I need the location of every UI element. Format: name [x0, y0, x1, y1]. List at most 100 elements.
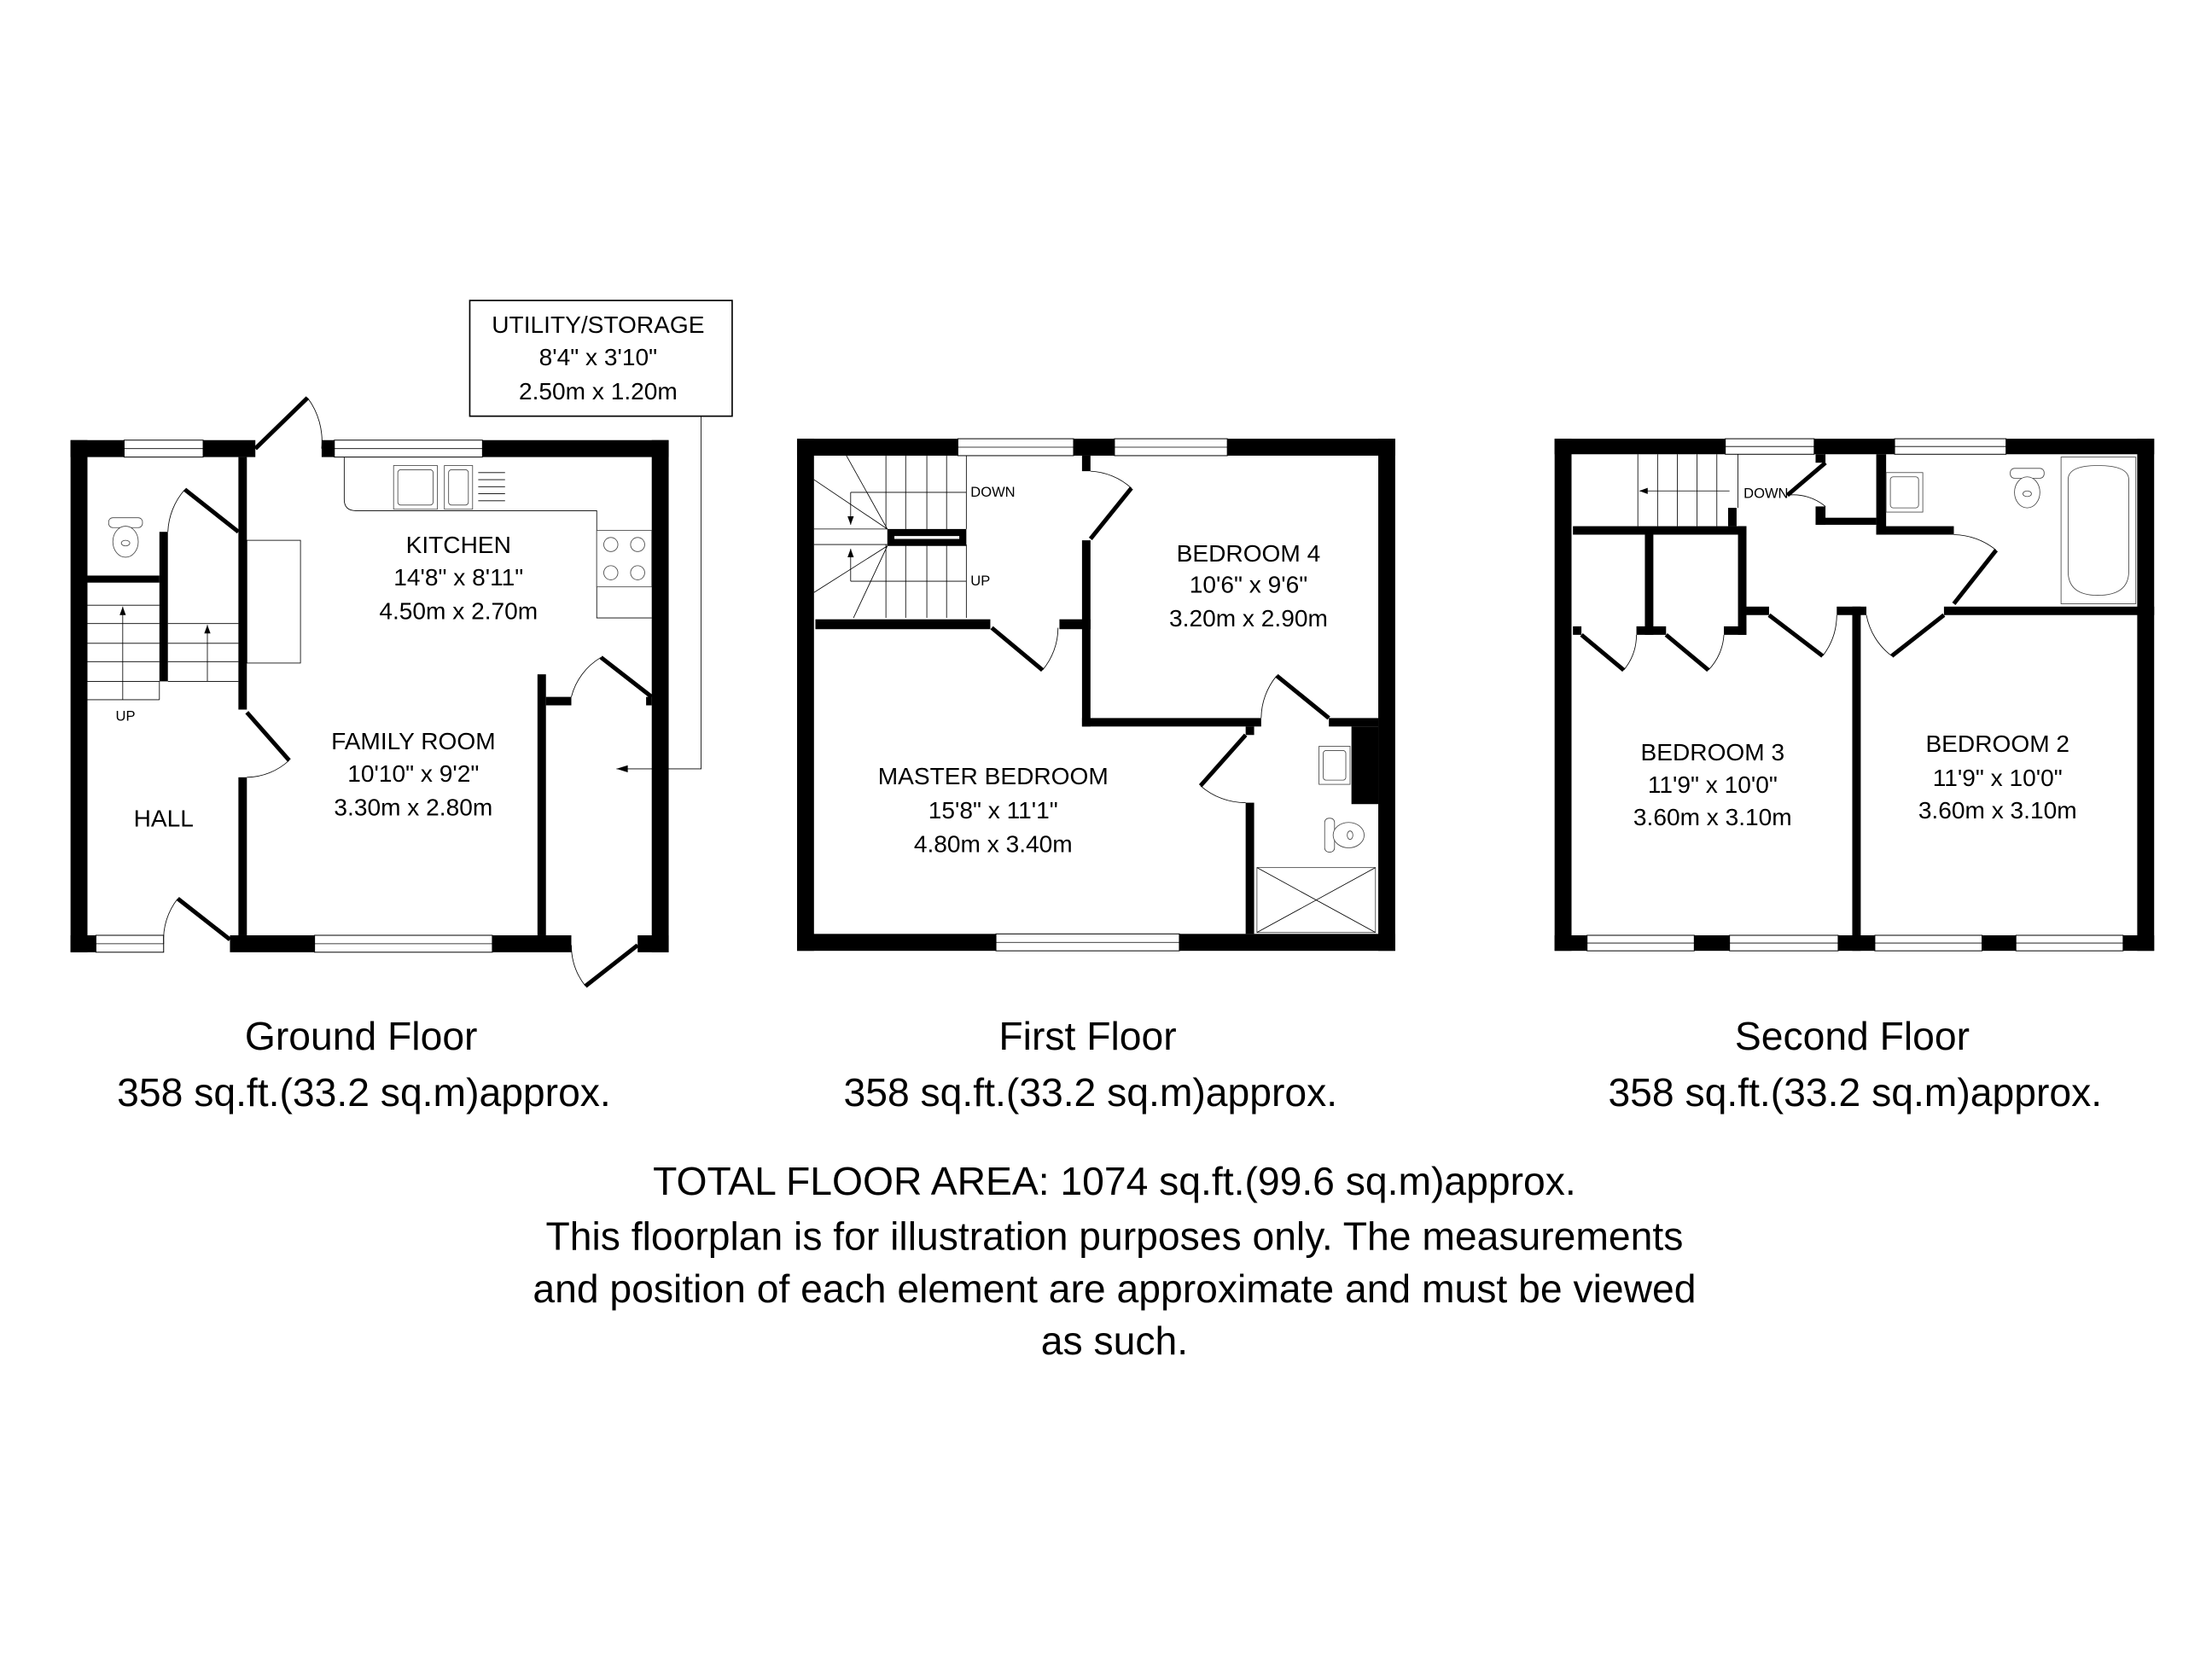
- toilet-icon: [108, 517, 143, 558]
- wall: [1554, 439, 1726, 455]
- hob-ring: [630, 537, 645, 552]
- door-leaf: [1664, 632, 1710, 672]
- hall-name: HALL: [134, 806, 194, 832]
- wall: [1852, 606, 1861, 952]
- wall: [1378, 439, 1395, 952]
- wall: [70, 439, 88, 952]
- disclaimer-line-2: and position of each element are approxi…: [533, 1266, 1696, 1311]
- wall: [159, 532, 168, 682]
- stairs-down-label: DOWN: [1743, 486, 1788, 502]
- arrow-head-icon: [204, 625, 211, 634]
- wall: [1554, 439, 1572, 952]
- wall: [1081, 718, 1261, 727]
- family-room-metric: 3.30m x 2.80m: [334, 794, 492, 820]
- stair-tread: [846, 455, 888, 530]
- wall: [238, 777, 247, 935]
- kitchen-worktop: [343, 457, 652, 619]
- shower-tray-line: [1256, 867, 1376, 934]
- second-floor-area: 358 sq.ft.(33.2 sq.m)approx.: [1608, 1070, 2102, 1115]
- wall: [1081, 540, 1091, 727]
- wall: [230, 934, 315, 952]
- wall: [1837, 606, 1866, 615]
- first-floor-plan: [796, 438, 1395, 952]
- breakfast-bar: [246, 539, 301, 664]
- door-swing-arc: [1090, 470, 1132, 489]
- door-swing-arc: [307, 397, 323, 449]
- door-leaf: [1767, 613, 1825, 658]
- wall: [1943, 606, 2155, 615]
- door-swing-arc: [571, 656, 602, 697]
- door-swing-arc: [1822, 614, 1837, 656]
- wall: [2005, 439, 2155, 455]
- bedroom2-name: BEDROOM 2: [1925, 731, 2069, 757]
- wall: [1554, 934, 1587, 952]
- wall: [1724, 626, 1747, 635]
- wall: [1644, 534, 1654, 635]
- master-bedroom-name: MASTER BEDROOM: [878, 763, 1109, 789]
- wall: [1245, 726, 1254, 736]
- wall: [1059, 619, 1091, 630]
- door-swing-arc: [1953, 534, 1997, 551]
- kitchen-metric: 4.50m x 2.70m: [379, 598, 538, 625]
- first-floor-area: 358 sq.ft.(33.2 sq.m)approx.: [844, 1070, 1338, 1115]
- bath-tub: [2067, 465, 2129, 597]
- basin-bowl: [397, 469, 434, 506]
- wall: [87, 575, 160, 583]
- wall: [1081, 455, 1091, 472]
- basin-bowl: [1889, 476, 1919, 509]
- wall: [796, 439, 814, 952]
- toilet-seat: [120, 539, 131, 547]
- wall: [1245, 802, 1254, 934]
- utility-imperial: 8'4" x 3'10": [539, 344, 657, 370]
- wall: [651, 439, 669, 952]
- master-bedroom-metric: 4.80m x 3.40m: [914, 830, 1073, 857]
- kitchen-name: KITCHEN: [406, 532, 511, 558]
- door-swing-arc: [1260, 675, 1278, 719]
- door-swing-arc: [1708, 634, 1725, 671]
- door-swing-arc: [1866, 614, 1893, 657]
- door-leaf: [1785, 461, 1827, 498]
- wall: [1694, 934, 1730, 952]
- wall: [1746, 606, 1769, 615]
- master-bedroom-imperial: 15'8" x 11'1": [928, 797, 1058, 824]
- door-swing-arc: [1200, 785, 1246, 804]
- kitchen-imperial: 14'8" x 8'11": [393, 564, 523, 591]
- wall: [646, 696, 652, 706]
- disclaimer-line-1: This floorplan is for illustration purpo…: [545, 1214, 1683, 1259]
- door-leaf: [599, 655, 654, 699]
- door-swing-arc: [163, 898, 178, 944]
- second-floor-plan: [1554, 438, 2155, 952]
- hob-ring: [603, 537, 619, 552]
- wall: [1876, 526, 1954, 535]
- wall: [2122, 934, 2155, 952]
- hob-ring: [630, 565, 645, 580]
- bedroom2-imperial: 11'9" x 10'0": [1933, 765, 2063, 791]
- toilet-seat: [1347, 830, 1353, 840]
- utility-leader-line: [616, 416, 701, 770]
- wall: [1227, 439, 1395, 456]
- door-leaf: [1198, 733, 1248, 788]
- wall: [2137, 439, 2155, 952]
- stairs-down-label: DOWN: [970, 484, 1015, 500]
- door-swing-arc: [1623, 634, 1637, 671]
- total-floor-area: TOTAL FLOOR AREA: 1074 sq.ft.(99.6 sq.m)…: [653, 1159, 1576, 1203]
- door-swing-arc: [1787, 494, 1826, 507]
- utility-label-box: [469, 300, 733, 417]
- utility-name: UTILITY/STORAGE: [492, 311, 704, 338]
- bedroom4-name: BEDROOM 4: [1177, 540, 1321, 567]
- wall: [796, 439, 958, 456]
- arrow-head-icon: [119, 606, 126, 615]
- wall: [1728, 508, 1737, 527]
- door-swing-arc: [167, 489, 185, 533]
- hob-ring: [603, 565, 619, 580]
- wall: [70, 934, 96, 952]
- wall: [1738, 526, 1747, 635]
- wall: [796, 934, 997, 952]
- door-swing-arc: [247, 760, 290, 778]
- door-leaf: [176, 897, 231, 941]
- stair-tread: [853, 545, 888, 619]
- door-leaf: [1088, 486, 1133, 541]
- wall: [1351, 726, 1379, 805]
- toilet-icon: [2010, 468, 2045, 509]
- hob-icon: [596, 530, 653, 588]
